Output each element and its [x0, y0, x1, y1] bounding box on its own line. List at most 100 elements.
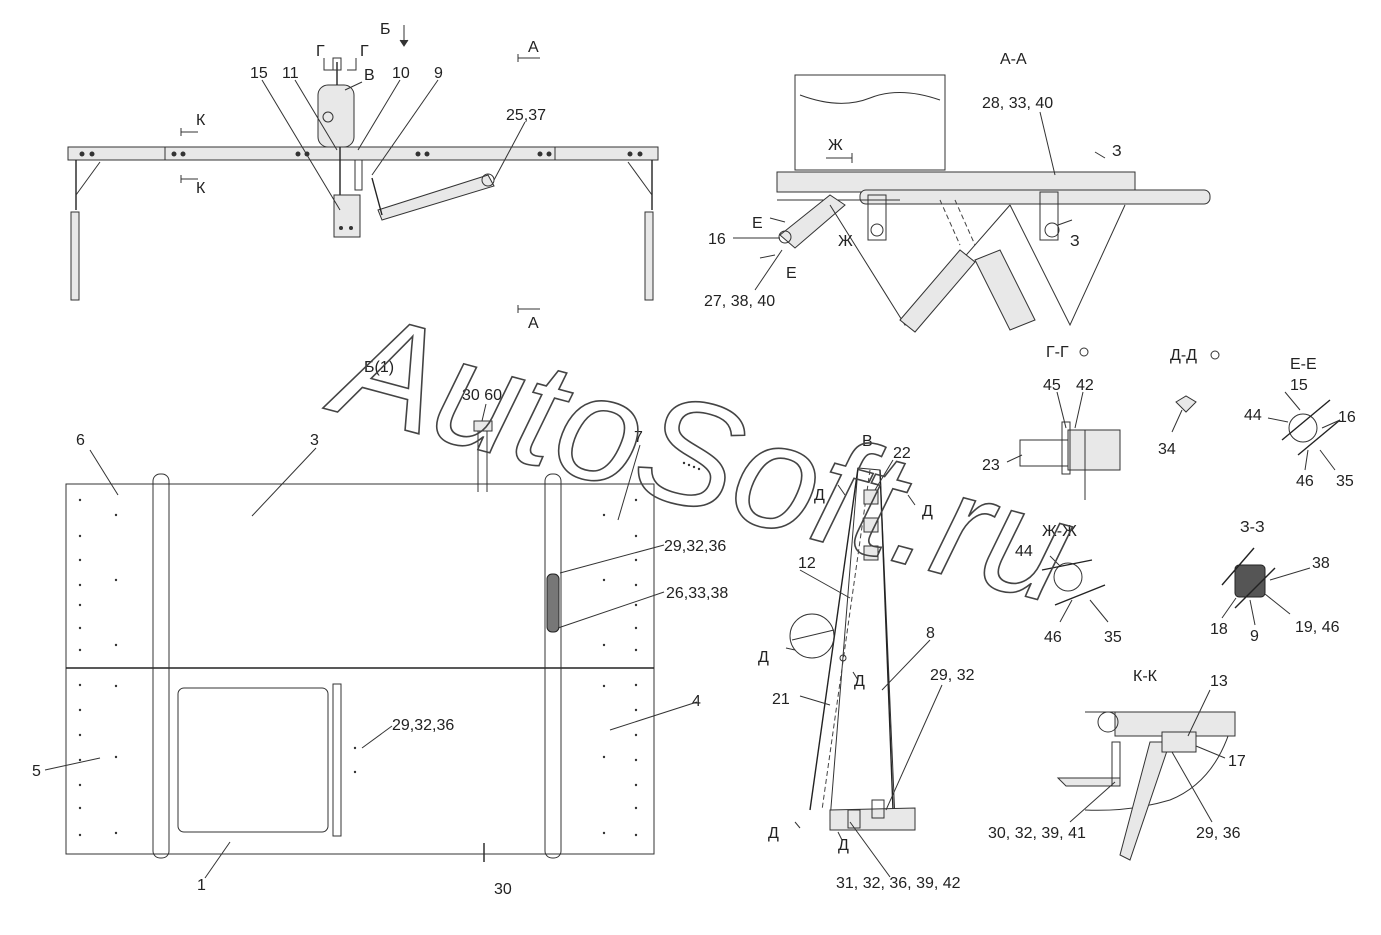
cut-mark-d2: Д: [922, 503, 933, 520]
section-zz: З-З 38 18 9 19, 46: [1210, 519, 1340, 645]
label-6: 6: [76, 432, 85, 449]
cut-mark-k-top: К: [196, 112, 206, 129]
label-5: 5: [32, 763, 41, 780]
cut-mark-zh-a: Ж: [828, 137, 843, 154]
label-28-33-40: 28, 33, 40: [982, 95, 1053, 112]
cut-mark-d4: Д: [854, 673, 865, 690]
label-31-32-36-39-42: 31, 32, 36, 39, 42: [836, 875, 961, 892]
support-arm: [377, 174, 495, 221]
label-30: 30: [494, 881, 512, 898]
rivets: [78, 461, 701, 837]
cut-mark-d5: Д: [768, 825, 779, 842]
hatch: [177, 687, 329, 833]
label-16-ee: 16: [1338, 409, 1356, 426]
label-13: 13: [1210, 673, 1228, 690]
cut-mark-z-b: З: [1070, 233, 1080, 250]
label-7: 7: [634, 429, 643, 446]
label-8: 8: [926, 625, 935, 642]
cut-mark-z-a: З: [1112, 143, 1122, 160]
label-22: 22: [893, 445, 911, 462]
section-ee: Е-Е 15 44 16 46 35: [1244, 356, 1356, 490]
view-title-b1: Б(1): [364, 359, 394, 376]
tube: [859, 189, 1211, 205]
panel-outline: [65, 483, 655, 855]
ring: [789, 613, 835, 659]
mirror-plate: [794, 74, 946, 171]
view-v: В 22 12 8 21 29, 32: [758, 433, 975, 892]
label-45: 45: [1043, 377, 1061, 394]
label-23: 23: [982, 457, 1000, 474]
section-aa: А-А 28, 33, 40 16 27: [704, 51, 1211, 333]
label-3: 3: [310, 432, 319, 449]
rail-left: [152, 473, 170, 859]
label-44-ee: 44: [1244, 407, 1262, 424]
label-34: 34: [1158, 441, 1176, 458]
label-21: 21: [772, 691, 790, 708]
label-18: 18: [1210, 621, 1228, 638]
cut-mark-d1: Д: [814, 487, 825, 504]
handle: [546, 573, 560, 633]
nut-34: [1175, 395, 1197, 413]
cut-mark-d6: Д: [838, 837, 849, 854]
label-19-46: 19, 46: [1295, 619, 1340, 636]
cut-mark-g-left: Г: [316, 43, 325, 60]
watermark: AutoSoft.ru: [314, 277, 1090, 636]
plan-view: Б(1): [32, 359, 728, 898]
cut-mark-g-right: Г: [360, 43, 369, 60]
cut-mark-a-top: А: [528, 39, 539, 56]
cut-mark-zh-b: Ж: [838, 233, 853, 250]
label-12: 12: [798, 555, 816, 572]
label-38: 38: [1312, 555, 1330, 572]
section-title-dd: Д-Д: [1170, 347, 1197, 364]
cut-mark-e-a: Е: [752, 215, 763, 232]
section-dd: Д-Д 34: [1158, 347, 1220, 458]
label-42: 42: [1076, 377, 1094, 394]
section-gg: Г-Г 45 42 23: [982, 344, 1121, 500]
cut-mark-e-b: Е: [786, 265, 797, 282]
label-1: 1: [197, 877, 206, 894]
label-29-36-kk: 29, 36: [1196, 825, 1241, 842]
section-title-ee: Е-Е: [1290, 356, 1317, 373]
label-44-zhzh: 44: [1015, 543, 1033, 560]
rail-right: [544, 473, 562, 859]
section-title-kk: К-К: [1133, 668, 1158, 685]
label-25-37: 25,37: [506, 107, 546, 124]
label-16-aa: 16: [708, 231, 726, 248]
label-10: 10: [392, 65, 410, 82]
section-kk: К-К 13 17 30, 32, 39, 41 29, 36: [988, 668, 1246, 861]
view-title-v: В: [862, 433, 873, 450]
label-4: 4: [692, 693, 701, 710]
label-15: 15: [250, 65, 268, 82]
label-9: 9: [434, 65, 443, 82]
label-46-ee: 46: [1296, 473, 1314, 490]
section-title-aa: А-А: [1000, 51, 1027, 68]
label-27-38-40: 27, 38, 40: [704, 293, 775, 310]
top-view: Г Г Б А А К К 15 11 В 10 9 25,37: [67, 21, 659, 332]
section-title-zz: З-З: [1240, 519, 1265, 536]
label-30-60: 30 60: [462, 387, 502, 404]
label-15-ee: 15: [1290, 377, 1308, 394]
bolt-body: [1234, 564, 1266, 598]
label-11: 11: [282, 65, 299, 82]
label-17: 17: [1228, 753, 1246, 770]
label-29-32: 29, 32: [930, 667, 975, 684]
label-v: В: [364, 67, 375, 84]
top-beam: [67, 146, 659, 161]
section-zhzh: Ж-Ж 44 46 35: [1015, 523, 1122, 646]
cut-mark-b: Б: [380, 21, 391, 38]
cut-mark-k-bottom: К: [196, 180, 206, 197]
bottom-clamp: [333, 194, 361, 238]
label-29-32-36-a: 29,32,36: [664, 538, 726, 555]
label-30-32-39-41: 30, 32, 39, 41: [988, 825, 1086, 842]
cut-mark-a-bottom: А: [528, 315, 539, 332]
label-9-zz: 9: [1250, 628, 1259, 645]
label-26-33-38: 26,33,38: [666, 585, 728, 602]
label-35-zhzh: 35: [1104, 629, 1122, 646]
label-46-zhzh: 46: [1044, 629, 1062, 646]
section-title-zhzh: Ж-Ж: [1042, 523, 1077, 540]
mirror-housing: [317, 84, 355, 148]
label-35-ee: 35: [1336, 473, 1354, 490]
section-title-gg: Г-Г: [1046, 344, 1069, 361]
